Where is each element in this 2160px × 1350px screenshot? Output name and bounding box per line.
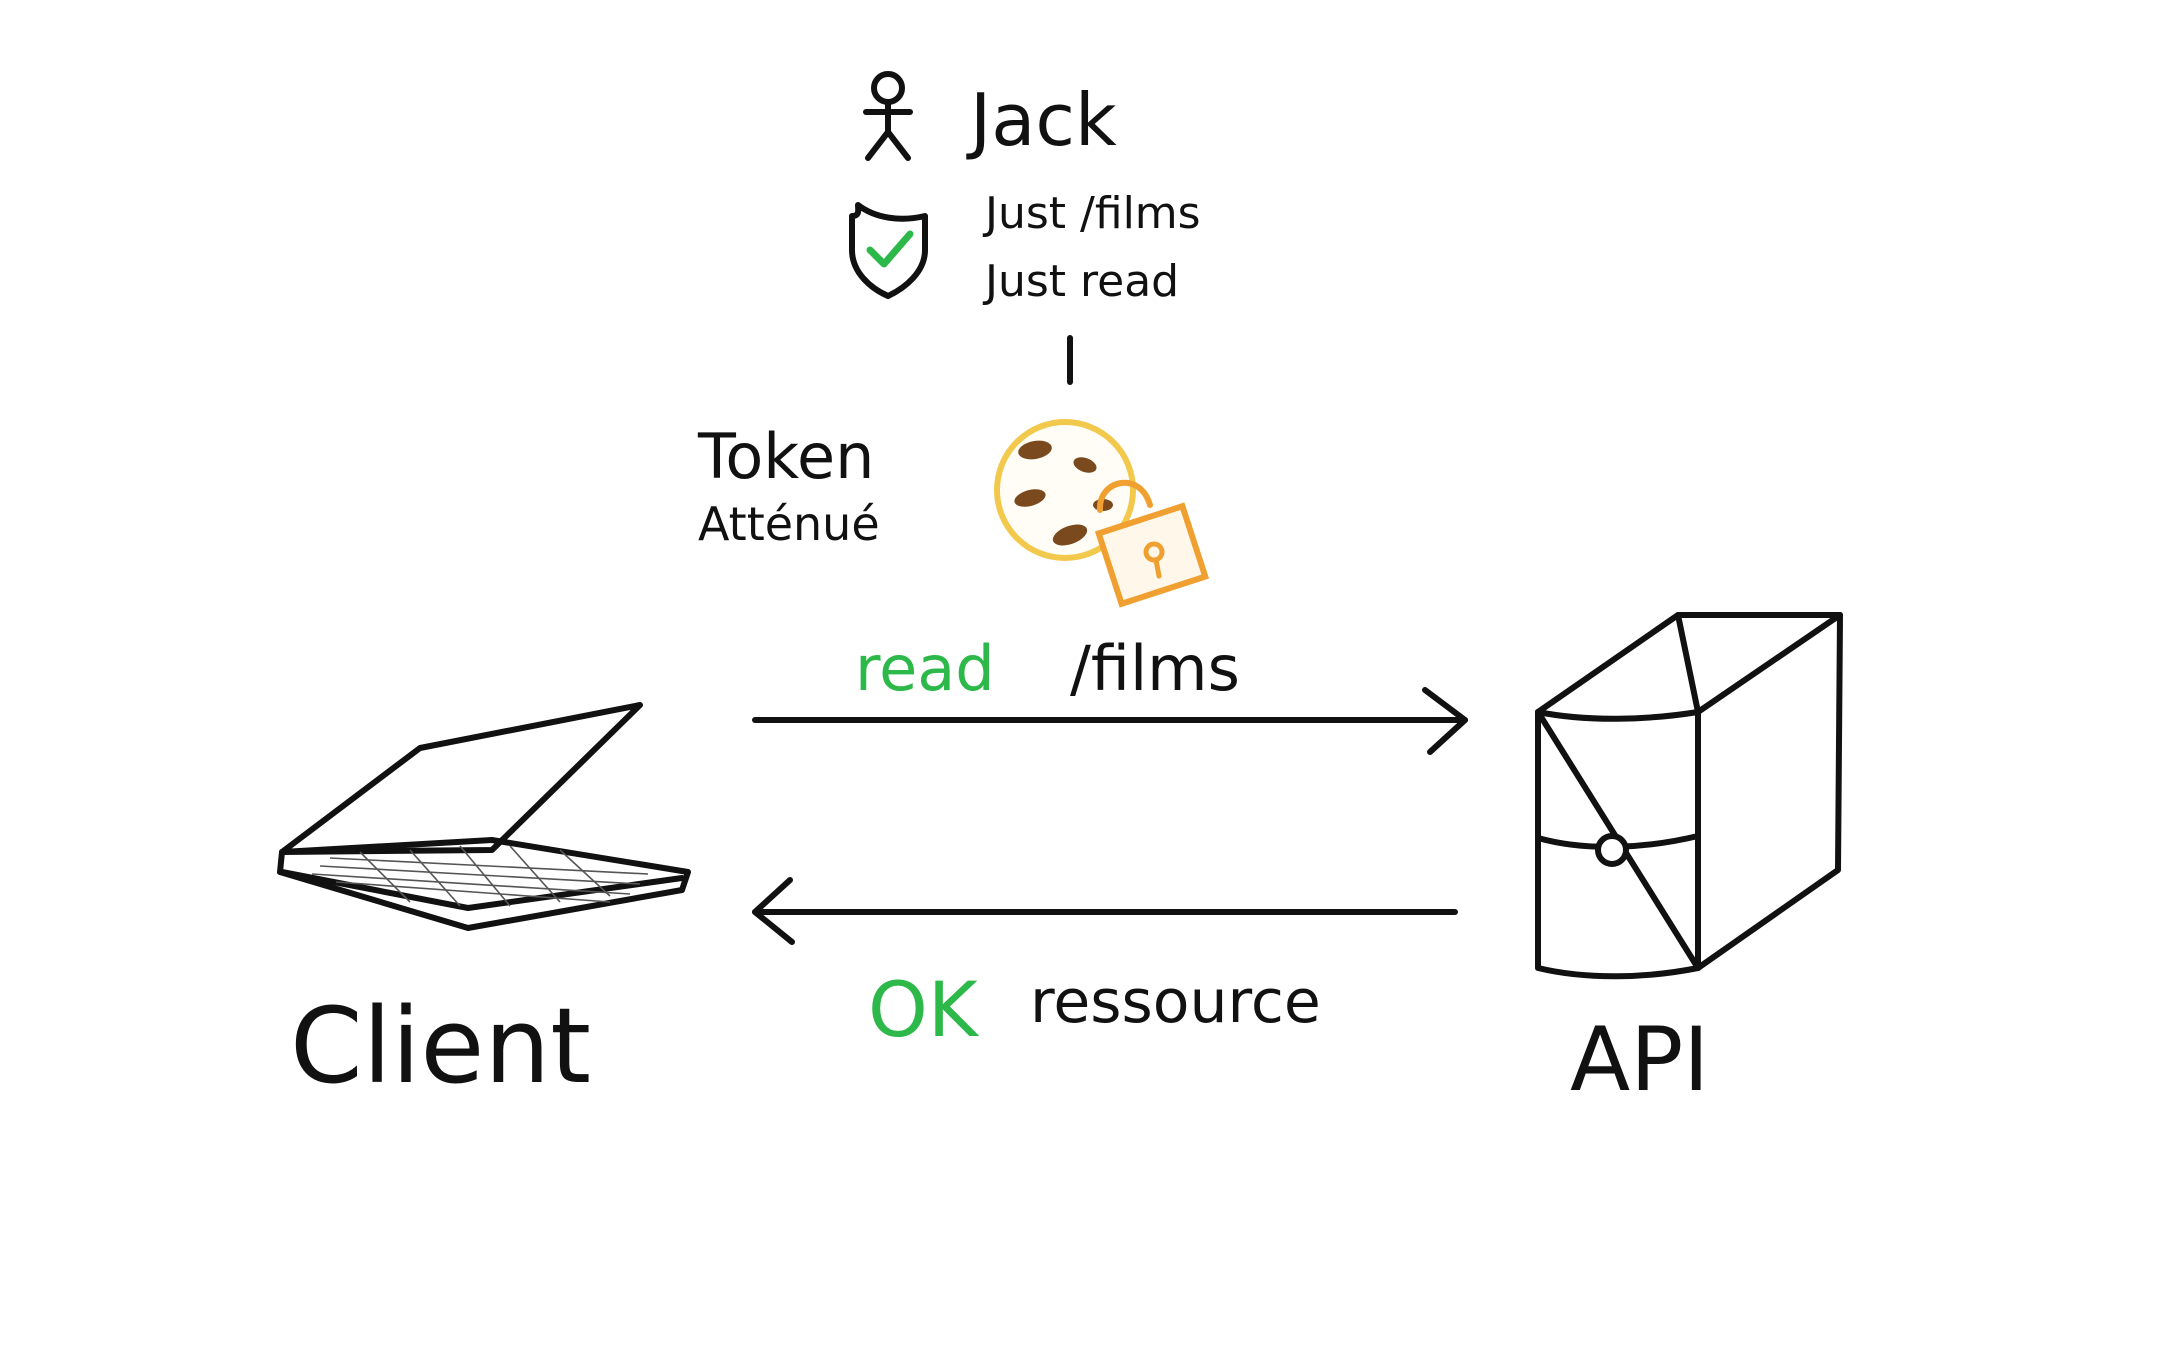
token-sublabel: Atténué (698, 497, 880, 551)
shield-check-icon (849, 202, 928, 299)
client-label: Client (290, 985, 591, 1107)
api-label: API (1570, 1008, 1709, 1111)
permission-scope: Just /films (982, 188, 1201, 239)
response-status: OK (868, 965, 980, 1054)
response-body: ressource (1030, 967, 1321, 1037)
person-icon (863, 71, 913, 161)
user-name: Jack (966, 78, 1117, 162)
response-arrow (752, 877, 1458, 945)
token-label: Token (697, 420, 874, 493)
cookie-lock-icon (994, 419, 1210, 608)
server-icon (1535, 612, 1843, 980)
request-verb: read (855, 632, 995, 705)
request-arrow (752, 687, 1468, 755)
request-path: /films (1070, 632, 1240, 705)
permission-action: Just read (982, 256, 1179, 307)
laptop-icon (277, 702, 691, 931)
